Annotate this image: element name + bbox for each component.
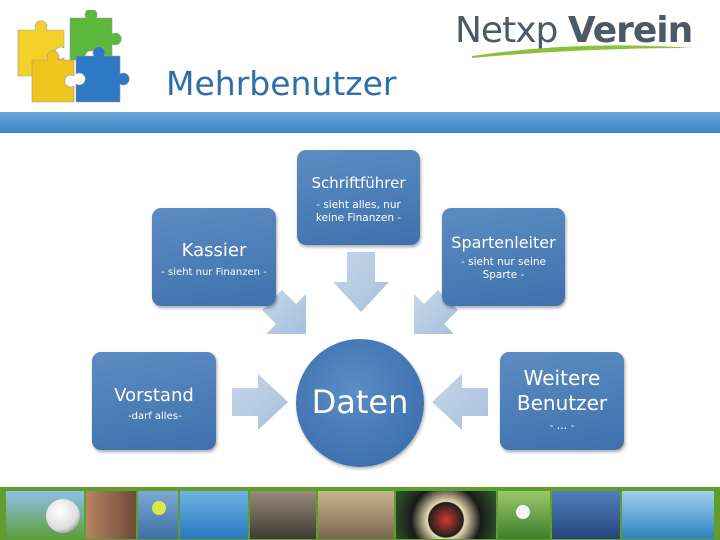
brand-name-netxp: Netxp: [455, 10, 558, 51]
photo-boxer: [86, 491, 136, 539]
role-box-vorstand: Vorstand -darf alles-: [92, 352, 216, 450]
photo-golf-ball: [498, 491, 550, 539]
photo-sailing: [622, 491, 714, 539]
role-box-schriftfuehrer: Schriftführer - sieht alles, nur keine F…: [297, 150, 420, 245]
photo-soccer-ball: [6, 491, 84, 539]
role-title-vorstand: Vorstand: [114, 385, 194, 406]
photo-cyclist: [250, 491, 316, 539]
photo-darts: [396, 491, 496, 539]
puzzle-logo-icon: [17, 10, 130, 103]
page-title: Mehrbenutzer: [166, 64, 397, 103]
role-box-weitere-benutzer: Weitere Benutzer - … -: [500, 352, 624, 450]
arrow-from-weitere: [432, 374, 488, 430]
role-note-spartenleiter: - sieht nur seine Sparte -: [460, 256, 546, 281]
sports-photo-strip: [0, 487, 720, 540]
role-note-weitere-benutzer: - … -: [549, 420, 575, 432]
role-title-weitere-benutzer: Weitere Benutzer: [516, 366, 608, 415]
photo-gym-class: [318, 491, 394, 539]
brand-swoosh-icon: [472, 45, 693, 58]
arrow-from-vorstand: [232, 374, 288, 430]
brand-logo: Netxp Verein: [455, 10, 693, 51]
role-note-kassier: - sieht nur Finanzen -: [161, 267, 267, 278]
brand-name-verein: Verein: [567, 10, 693, 51]
role-title-kassier: Kassier: [181, 240, 247, 261]
photo-swimmer: [180, 491, 248, 539]
role-box-kassier: Kassier - sieht nur Finanzen -: [152, 208, 276, 306]
role-note-vorstand: -darf alles-: [128, 411, 182, 422]
photo-tennis: [138, 491, 178, 539]
role-title-spartenleiter: Spartenleiter: [451, 233, 556, 252]
role-title-schriftfuehrer: Schriftführer: [311, 174, 406, 192]
title-bar: [0, 112, 720, 133]
role-note-schriftfuehrer: - sieht alles, nur keine Finanzen -: [315, 199, 402, 224]
center-circle-daten: Daten: [296, 339, 424, 467]
center-label-daten: Daten: [311, 383, 409, 421]
role-box-spartenleiter: Spartenleiter - sieht nur seine Sparte -: [442, 208, 565, 306]
photo-volleyball-team: [552, 491, 620, 539]
arrow-from-schriftfuehrer: [333, 252, 389, 312]
